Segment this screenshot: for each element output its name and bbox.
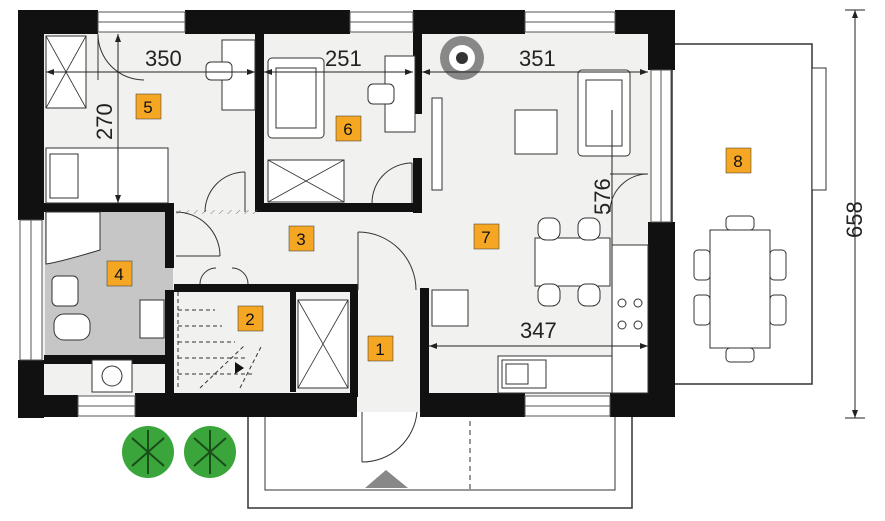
shrub-right — [184, 426, 236, 478]
sofa-room-6 — [267, 57, 325, 139]
room-label-5: 5 — [135, 93, 162, 120]
room-label-6: 6 — [335, 115, 362, 142]
windows — [19, 11, 672, 417]
coffee-table — [514, 109, 558, 155]
washing-machine — [91, 359, 133, 393]
shower — [45, 211, 101, 265]
room-label-3: 3 — [288, 225, 315, 252]
dimension-lines — [46, 9, 865, 419]
washbasin — [51, 275, 79, 307]
entrance-arrow — [365, 470, 408, 488]
dimension-350: 350 — [145, 46, 182, 71]
chair-6 — [367, 83, 395, 105]
hall-wardrobe — [297, 299, 349, 389]
room-number-5: 5 — [143, 98, 152, 117]
dimension-270: 270 — [92, 103, 117, 140]
dimension-347: 347 — [520, 318, 557, 343]
tv-cabinet — [431, 97, 443, 191]
bed-room-5 — [45, 147, 169, 204]
dimension-658: 658 — [842, 201, 867, 238]
chair-5 — [205, 61, 233, 81]
dimension-576: 576 — [590, 178, 615, 215]
room-label-1: 1 — [367, 335, 394, 362]
room-number-8: 8 — [733, 152, 742, 171]
dimension-251: 251 — [325, 46, 362, 71]
entrance-porch — [247, 412, 633, 509]
kitchen-sink — [501, 359, 547, 389]
stove — [440, 36, 484, 80]
shrub-left — [122, 426, 174, 478]
sofa-room-7 — [577, 69, 631, 157]
room-number-3: 3 — [296, 230, 305, 249]
room-number-4: 4 — [114, 265, 123, 284]
room-number-1: 1 — [375, 340, 384, 359]
dimension-arrows — [46, 10, 858, 418]
partition-hatch — [174, 210, 259, 214]
staircase — [177, 292, 263, 390]
room-label-7: 7 — [473, 223, 500, 250]
room-label-4: 4 — [106, 260, 133, 287]
stair-arrow — [235, 362, 244, 374]
dining-table — [534, 217, 611, 307]
dimension-351: 351 — [519, 46, 556, 71]
room-number-2: 2 — [245, 310, 254, 329]
wardrobe-6 — [267, 159, 345, 203]
room-number-6: 6 — [343, 120, 352, 139]
shower-tray — [139, 299, 165, 339]
cooktop — [617, 298, 643, 330]
room-label-8: 8 — [725, 147, 752, 174]
room-label-2: 2 — [237, 305, 264, 332]
toilet — [53, 313, 91, 341]
exterior-walls — [18, 10, 675, 418]
terrace-dining-table — [693, 215, 787, 363]
room-number-7: 7 — [481, 228, 490, 247]
doors — [97, 33, 649, 463]
